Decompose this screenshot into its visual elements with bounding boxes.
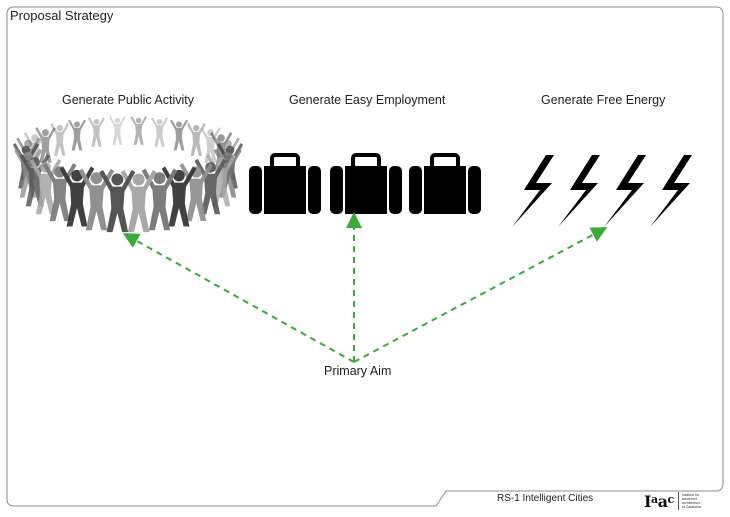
people-circle-icon	[12, 116, 244, 233]
arrow-to-free-energy	[353, 227, 608, 363]
primary-aim-label: Primary Aim	[324, 364, 392, 378]
person-figure	[99, 169, 136, 233]
briefcase-icon	[409, 153, 481, 214]
arrow-to-public-activity	[122, 233, 355, 363]
iaac-logo: Iaac Institute for advanced architecture…	[644, 490, 708, 512]
person-figure	[170, 119, 188, 151]
lightning-bolt-icon	[650, 155, 692, 227]
frame-border	[6, 6, 724, 507]
person-figure	[120, 169, 157, 233]
person-figure	[78, 168, 115, 231]
page-title: Proposal Strategy	[10, 8, 114, 23]
briefcase-icon	[330, 153, 402, 214]
goal-label-easy-employment: Generate Easy Employment	[289, 93, 446, 107]
person-figure	[109, 116, 126, 145]
logo-subtitle: Institute for advanced architecture of C…	[681, 493, 701, 509]
goal-label-public-activity: Generate Public Activity	[62, 93, 195, 107]
goal-label-free-energy: Generate Free Energy	[541, 93, 666, 107]
person-figure	[68, 119, 86, 151]
briefcase-icons	[249, 153, 481, 214]
person-figure	[130, 116, 147, 145]
footer-course-title: RS-1 Intelligent Cities	[497, 493, 594, 504]
person-figure	[50, 122, 70, 156]
lightning-bolt-icon	[604, 155, 646, 227]
person-figure	[151, 117, 169, 147]
lightning-bolt-icons	[512, 155, 692, 227]
lightning-bolt-icon	[558, 155, 600, 227]
logo-divider	[677, 492, 679, 510]
lightning-bolt-icon	[512, 155, 554, 227]
briefcase-icon	[249, 153, 321, 214]
person-figure	[186, 122, 206, 156]
logo-mark: Iaac	[644, 491, 674, 511]
person-figure	[141, 168, 178, 231]
person-figure	[87, 117, 105, 147]
